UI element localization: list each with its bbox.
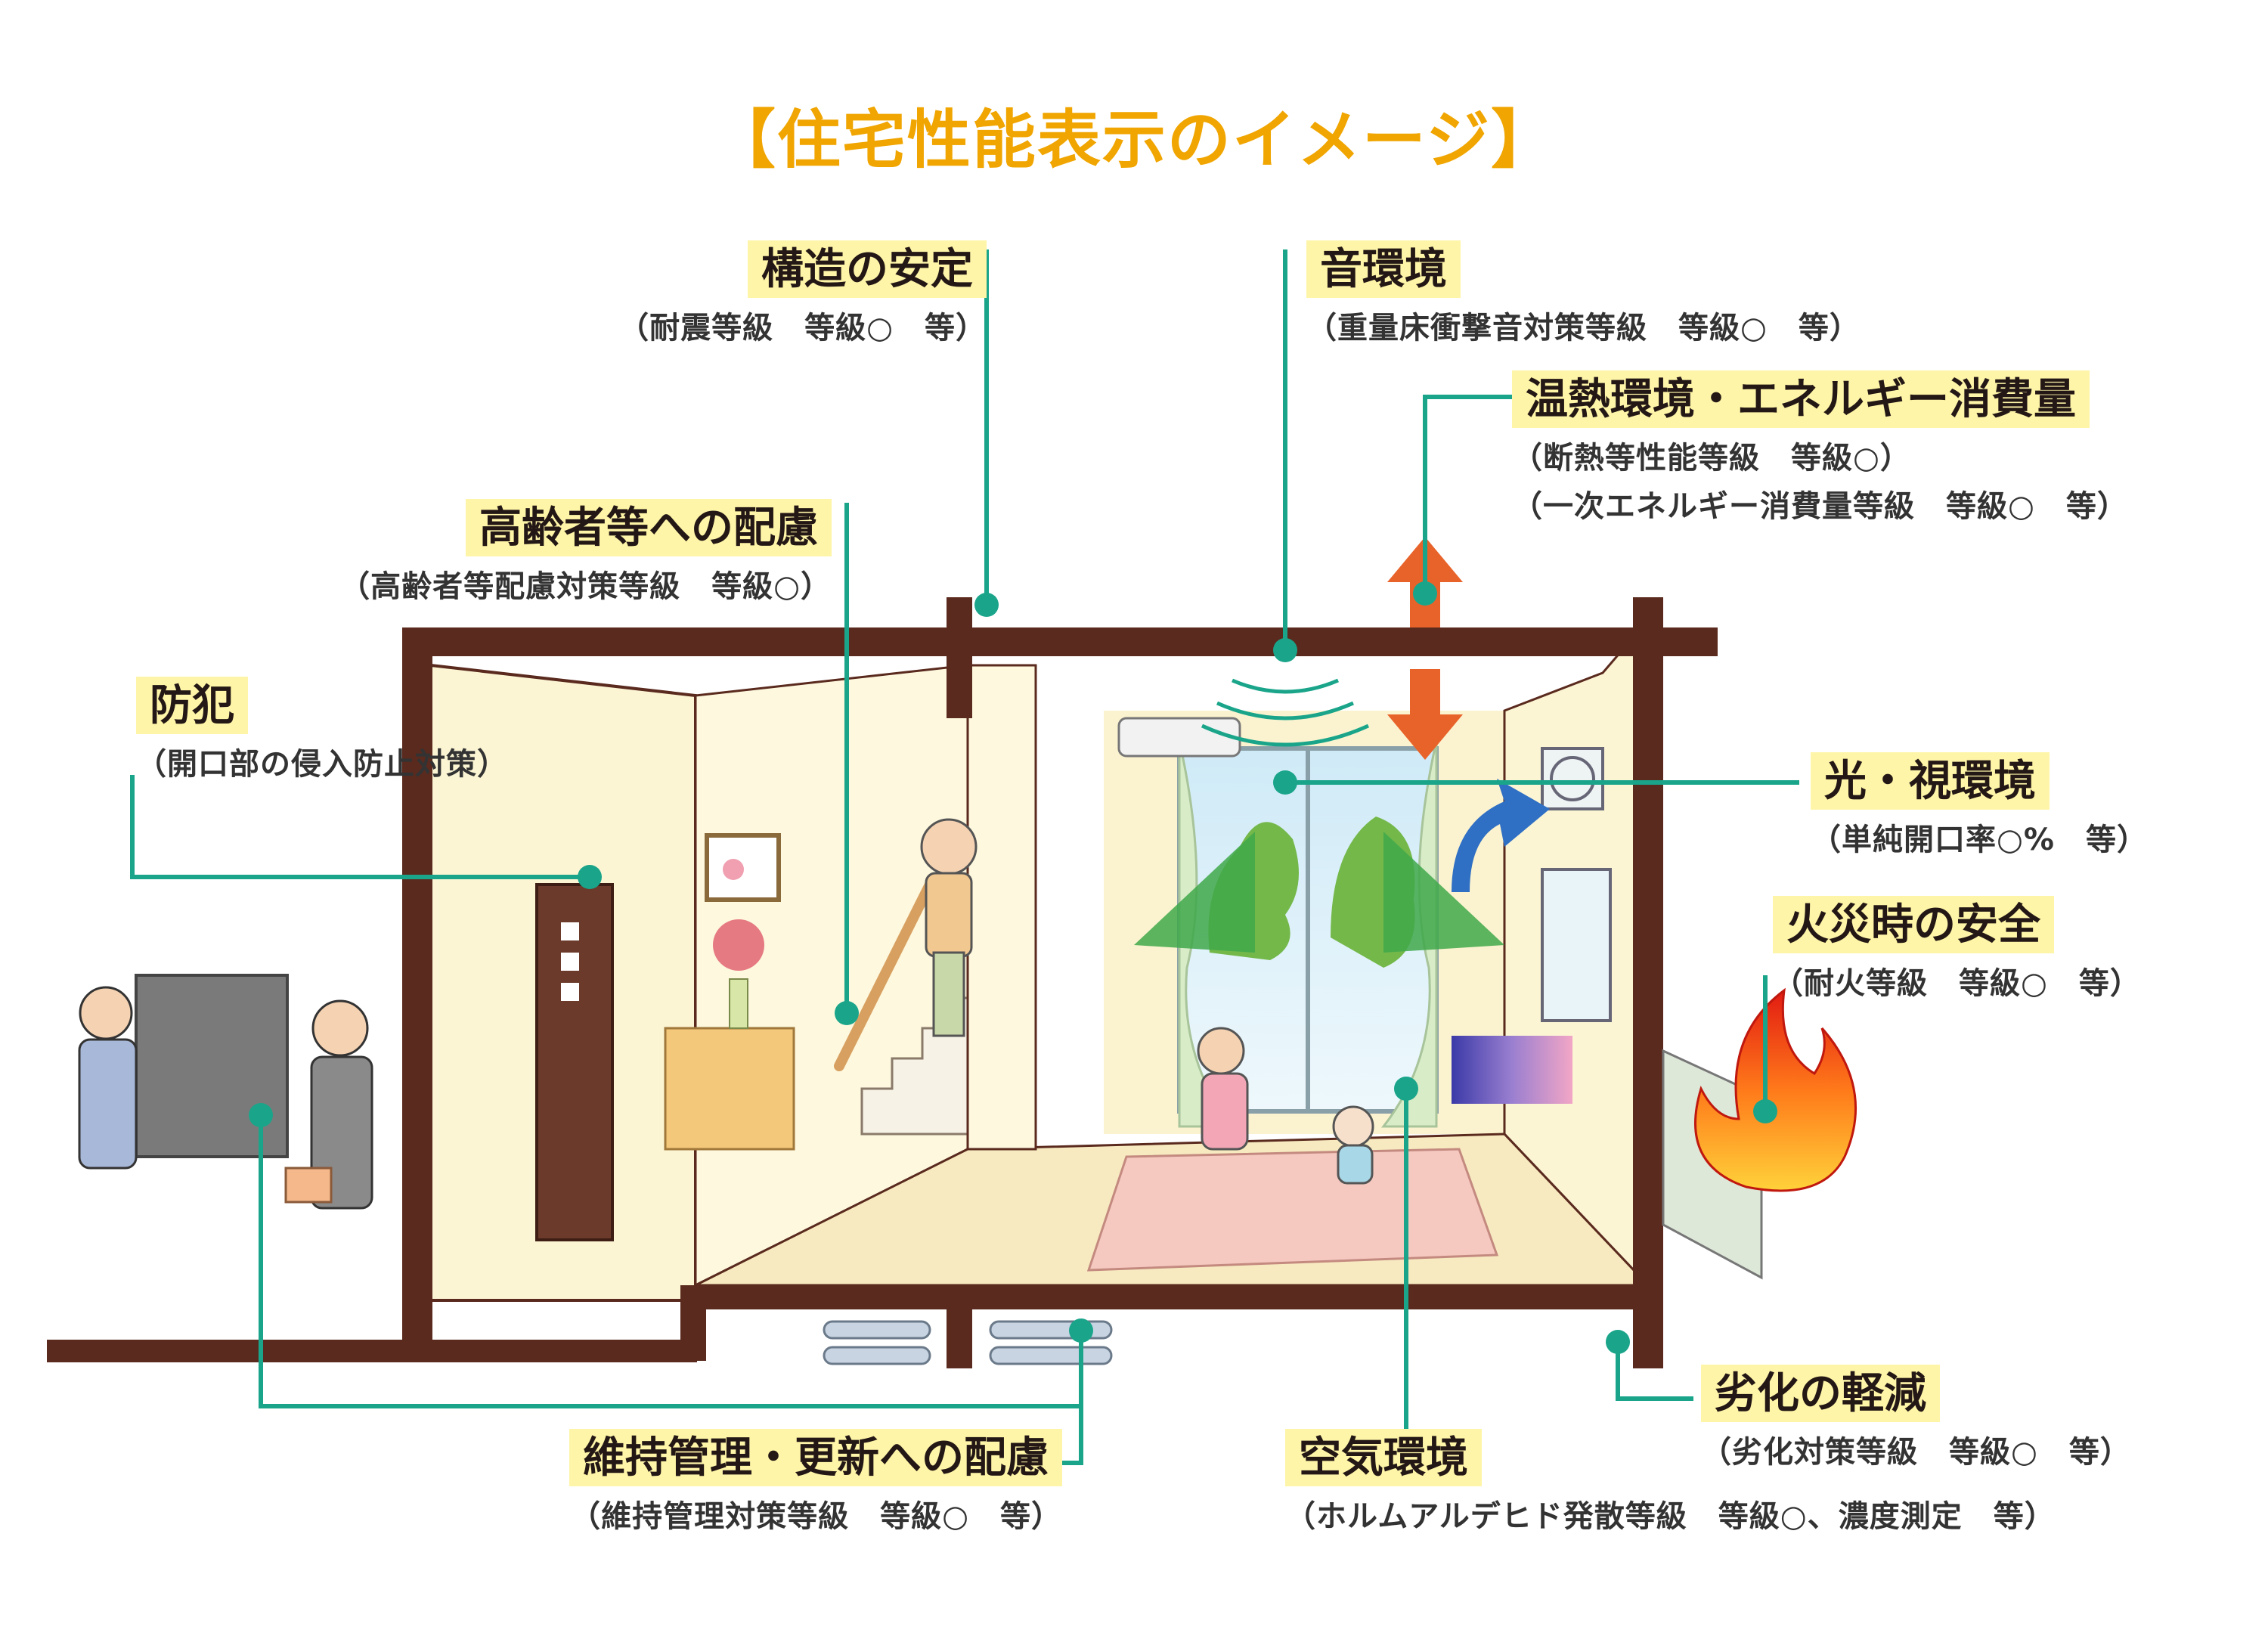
side-window <box>1541 868 1612 1022</box>
left-wall-post <box>402 627 432 1353</box>
airflow-arrow <box>1452 779 1550 892</box>
label-fire: 火災時の安全 （耐火等級 等級○ 等） <box>1773 896 2141 1005</box>
leader-maintenance <box>259 1115 1083 1408</box>
air-conditioner <box>1117 717 1241 758</box>
label-air-heading: 空気環境 <box>1285 1429 1482 1486</box>
label-thermal-heading: 温熱環境・エネルギー消費量 <box>1512 370 2090 428</box>
label-structure-heading: 構造の安定 <box>748 240 987 298</box>
center-post <box>947 597 972 718</box>
handrail <box>834 879 935 1071</box>
sideboard <box>664 1027 795 1151</box>
foundation-post-left <box>680 1285 706 1361</box>
label-light-heading: 光・視環境 <box>1811 752 2050 810</box>
mother <box>1197 1027 1245 1075</box>
label-deterioration-detail: （劣化対策等級 等級○ 等） <box>1701 1435 2131 1470</box>
label-deterioration: 劣化の軽減 （劣化対策等級 等級○ 等） <box>1701 1365 2131 1473</box>
label-fire-heading: 火災時の安全 <box>1773 896 2054 953</box>
label-sound: 音環境 （重量床衝撃音対策等級 等級○ 等） <box>1306 240 1861 349</box>
thermal-arrow-down <box>1387 669 1463 760</box>
label-maintenance-detail: （維持管理対策等級 等級○ 等） <box>570 1499 1062 1534</box>
elderly-person <box>920 818 978 875</box>
foundation-post-right <box>1633 1308 1659 1368</box>
label-elderly-detail: （高齢者等配慮対策等級 等級○） <box>339 569 832 604</box>
label-fire-detail: （耐火等級 等級○ 等） <box>1773 966 2141 1001</box>
label-air-detail: （ホルムアルデヒド発散等級 等級○、濃度測定 等） <box>1285 1499 2056 1534</box>
baby <box>1332 1105 1374 1148</box>
label-thermal: 温熱環境・エネルギー消費量 （断熱等性能等級 等級○） （一次エネルギー消費量等… <box>1512 370 2128 528</box>
vase <box>729 978 748 1029</box>
floor-beam <box>680 1285 1663 1309</box>
pipe <box>823 1320 931 1340</box>
foundation-post-mid <box>947 1308 972 1368</box>
label-elderly: 高齢者等への配慮 （高齢者等配慮対策等級 等級○） <box>339 499 832 608</box>
label-structure-detail: （耐震等級 等級○ 等） <box>618 311 987 346</box>
right-wall-post <box>1633 597 1663 1368</box>
label-thermal-detail2: （一次エネルギー消費量等級 等級○ 等） <box>1512 489 2128 524</box>
label-thermal-detail: （断熱等性能等級 等級○） <box>1512 441 1911 476</box>
color-swatch <box>1452 1036 1572 1104</box>
rug <box>1086 1148 1499 1272</box>
label-air: 空気環境 （ホルムアルデヒド発散等級 等級○、濃度測定 等） <box>1285 1429 2056 1538</box>
leader-deterioration <box>1616 1342 1693 1401</box>
ground-line <box>47 1340 697 1362</box>
leader-crime <box>130 775 590 879</box>
label-light: 光・視環境 （単純開口率○% 等） <box>1811 752 2148 861</box>
label-maintenance: 維持管理・更新への配慮 （維持管理対策等級 等級○ 等） <box>569 1429 1062 1538</box>
roof-beam <box>402 627 1718 656</box>
page-title: 【住宅性能表示のイメージ】 <box>711 103 1557 177</box>
leader-maintenance-label <box>1055 1406 1083 1465</box>
burglar-1 <box>79 986 133 1040</box>
fire-icon <box>1694 987 1857 1192</box>
light-rays-left <box>1134 832 1255 953</box>
label-crime-detail: （開口部の侵入防止対策） <box>136 747 508 782</box>
label-elderly-heading: 高齢者等への配慮 <box>466 499 832 556</box>
label-sound-heading: 音環境 <box>1306 240 1461 298</box>
light-rays-right <box>1383 832 1504 953</box>
briefcase <box>284 1167 333 1204</box>
leader-thermal <box>1423 395 1512 593</box>
stair-partition <box>966 664 1037 1151</box>
entrance-door <box>535 883 614 1241</box>
label-sound-detail: （重量床衝撃音対策等級 等級○ 等） <box>1306 311 1861 346</box>
label-structure: 構造の安定 （耐震等級 等級○ 等） <box>618 240 987 349</box>
leader-dots <box>249 581 1777 1354</box>
leader-lines <box>130 249 1799 1465</box>
sound-waves-icon <box>1232 678 1339 694</box>
label-maintenance-heading: 維持管理・更新への配慮 <box>569 1429 1062 1486</box>
label-crime-heading: 防犯 <box>136 677 248 734</box>
outdoor-meter-box <box>135 974 289 1158</box>
label-crime: 防犯 （開口部の侵入防止対策） <box>136 677 508 786</box>
label-light-detail: （単純開口率○% 等） <box>1811 823 2148 857</box>
label-deterioration-heading: 劣化の軽減 <box>1701 1365 1940 1422</box>
burglar-2 <box>311 999 369 1057</box>
